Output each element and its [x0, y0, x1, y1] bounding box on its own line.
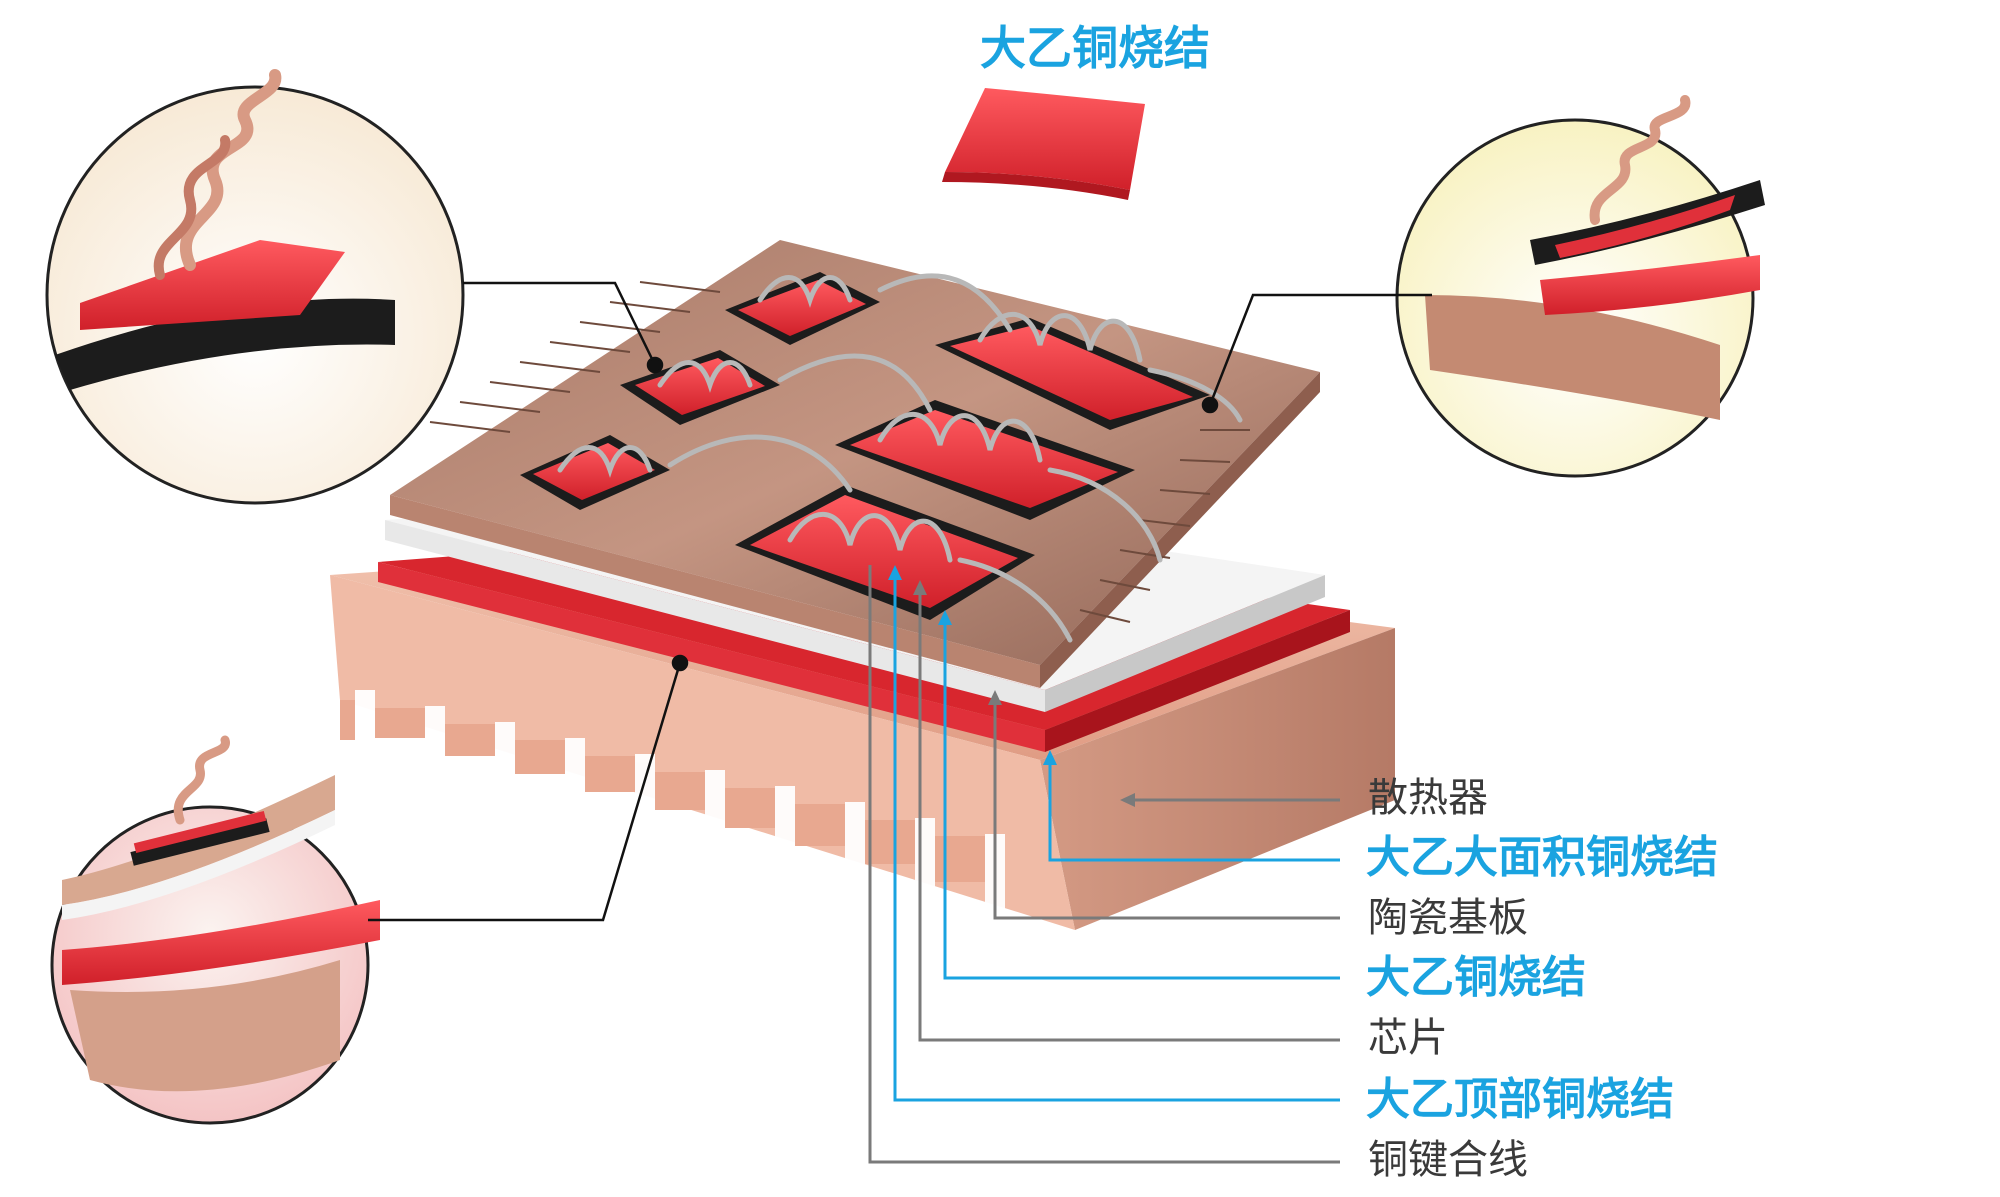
chip-3: [520, 435, 670, 510]
detail-circle-bond-wire: [45, 69, 465, 505]
diagram-title: 大乙铜烧结: [980, 21, 1210, 75]
chip-4: [935, 318, 1210, 430]
label-copper-sinter: 大乙铜烧结: [1366, 952, 1586, 1003]
detail-circle-large-area: [50, 735, 380, 1125]
floating-sinter-pad: [942, 88, 1145, 200]
chip-5: [835, 400, 1135, 520]
label-top-sinter: 大乙顶部铜烧结: [1366, 1074, 1674, 1125]
circle-connectors: [368, 281, 1432, 922]
label-heatsink: 散热器: [1368, 775, 1488, 821]
label-chip: 芯片: [1368, 1015, 1448, 1061]
chip-1: [725, 272, 880, 345]
detail-circle-top-sinter: [1395, 95, 1765, 478]
bond-wires: [557, 273, 1243, 643]
label-bond-wire: 铜键合线: [1368, 1137, 1528, 1183]
callout-leaders: [868, 565, 1340, 1164]
label-ceramic-substrate: 陶瓷基板: [1368, 895, 1528, 941]
label-large-area-sinter: 大乙大面积铜烧结: [1366, 832, 1718, 883]
